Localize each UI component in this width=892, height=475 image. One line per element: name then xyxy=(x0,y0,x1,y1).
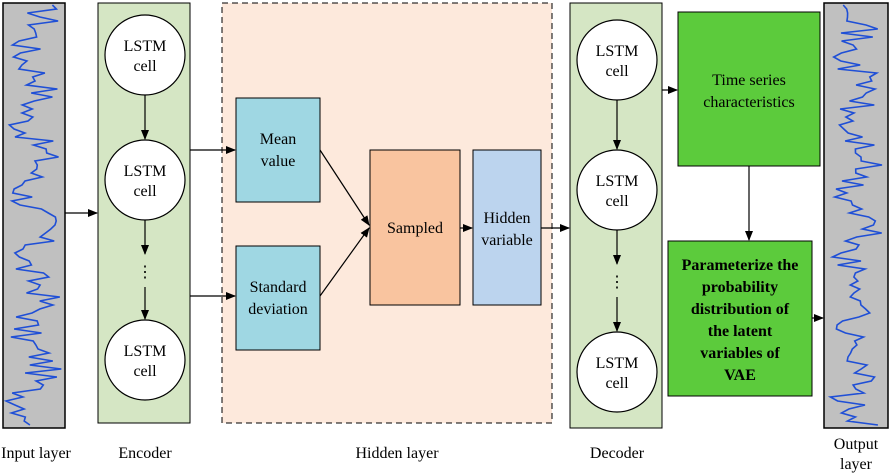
param-line4: the latent xyxy=(708,323,773,340)
mean-box-line1: Mean xyxy=(260,131,296,148)
hidden-variable-line1: Hidden xyxy=(483,210,530,227)
encoder-label: Encoder xyxy=(118,445,172,462)
encoder-cell-1-line1: LSTM xyxy=(124,38,167,55)
param-line3: distribution of xyxy=(691,301,790,318)
std-to-sampled-arrow xyxy=(319,227,370,297)
encoder-lstm-cell-2 xyxy=(104,139,186,221)
output-signal-waveform xyxy=(827,4,883,426)
input-layer-label: Input layer xyxy=(1,445,71,462)
hidden-variable-line2: variable xyxy=(481,232,533,249)
decoder-lstm-cell-2 xyxy=(576,149,658,231)
mean-value-box xyxy=(235,97,321,203)
decoder-cell-2-line1: LSTM xyxy=(596,173,639,190)
hidden-variable-box xyxy=(472,149,542,306)
mean-box-line2: value xyxy=(261,153,296,170)
parameterize-box xyxy=(667,240,813,397)
decoder-lstm-cell-1 xyxy=(576,19,658,101)
std-box-line1: Standard xyxy=(250,279,307,296)
encoder-cell-2-line1: LSTM xyxy=(124,163,167,180)
param-line5: variables of xyxy=(700,345,780,362)
output-signal-panel xyxy=(823,2,889,429)
encoder-ellipsis: ⋮ xyxy=(137,264,153,281)
decoder-cell-3-line2: cell xyxy=(605,375,629,392)
standard-deviation-box xyxy=(235,245,321,351)
encoder-cell-3-line2: cell xyxy=(133,363,157,380)
decoder-cell-2-line2: cell xyxy=(605,193,629,210)
decoder-lstm-cell-3 xyxy=(576,331,658,413)
output-layer-label-line1: Output xyxy=(834,436,879,453)
mean-to-sampled-arrow xyxy=(319,149,370,226)
decoder-ellipsis: ⋮ xyxy=(609,274,625,291)
sampled-box xyxy=(369,149,461,306)
ts-char-line2: characteristics xyxy=(703,94,795,111)
encoder-cell-1-line2: cell xyxy=(133,58,157,75)
param-line6: VAE xyxy=(724,367,756,384)
std-box-line2: deviation xyxy=(248,301,308,318)
decoder-label: Decoder xyxy=(590,445,645,462)
output-layer-label-line2: layer xyxy=(840,456,873,473)
encoder-cell-3-line1: LSTM xyxy=(124,343,167,360)
param-line2: probability xyxy=(702,279,778,296)
decoder-cell-1-line2: cell xyxy=(605,63,629,80)
time-series-characteristics-box xyxy=(677,11,821,167)
encoder-cell-2-line2: cell xyxy=(133,183,157,200)
encoder-lstm-cell-1 xyxy=(104,14,186,96)
decoder-cell-3-line1: LSTM xyxy=(596,355,639,372)
encoder-lstm-cell-3 xyxy=(104,319,186,401)
sampled-box-label: Sampled xyxy=(387,220,443,237)
hidden-layer-label: Hidden layer xyxy=(355,445,439,462)
ts-char-line1: Time series xyxy=(712,72,786,89)
decoder-cell-1-line1: LSTM xyxy=(596,43,639,60)
input-signal-waveform xyxy=(3,4,62,426)
param-line1: Parameterize the xyxy=(682,257,799,274)
